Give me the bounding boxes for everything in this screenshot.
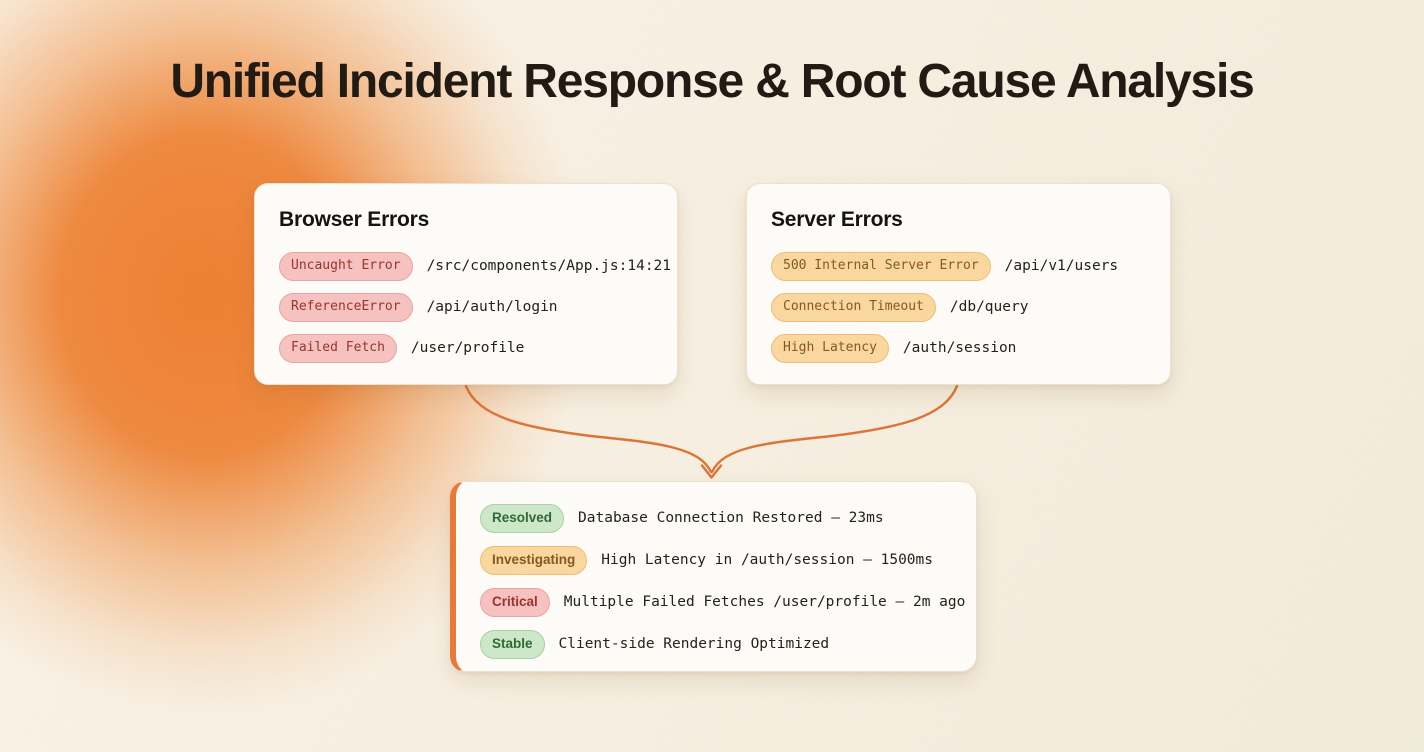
server-error-row: High Latency /auth/session <box>771 333 1146 363</box>
incident-row: Resolved Database Connection Restored – … <box>480 504 952 533</box>
status-badge: Stable <box>480 629 545 659</box>
error-type-badge: Connection Timeout <box>771 292 936 322</box>
incident-text: Multiple Failed Fetches /user/profile – … <box>563 594 966 611</box>
browser-error-row: Uncaught Error /src/components/App.js:14… <box>279 252 671 281</box>
arrow-curve-right <box>710 384 959 474</box>
error-path: /api/auth/login <box>426 299 558 316</box>
status-badge: Critical <box>480 587 550 617</box>
error-path: /db/query <box>949 299 1029 316</box>
browser-errors-card: Browser Errors Uncaught Error /src/compo… <box>254 183 678 385</box>
browser-error-row: ReferenceError /api/auth/login <box>279 292 653 322</box>
status-badge: Resolved <box>480 504 565 533</box>
incident-text: Database Connection Restored – 23ms <box>578 510 884 527</box>
server-errors-title: Server Errors <box>771 208 903 231</box>
page-title: Unified Incident Response & Root Cause A… <box>170 55 1255 108</box>
error-type-badge: 500 Internal Server Error <box>771 252 991 281</box>
error-path: /user/profile <box>410 340 525 357</box>
error-type-badge: Failed Fetch <box>279 333 397 363</box>
error-path: /auth/session <box>902 340 1017 357</box>
server-error-row: Connection Timeout /db/query <box>771 292 1146 322</box>
error-path: /src/components/App.js:14:21 <box>426 258 672 275</box>
arrowhead-icon <box>700 464 723 479</box>
error-type-badge: High Latency <box>771 333 889 363</box>
error-type-badge: Uncaught Error <box>279 252 413 281</box>
status-badge: Investigating <box>480 545 588 575</box>
incident-summary-card: Resolved Database Connection Restored – … <box>450 481 977 672</box>
incident-text: Client-side Rendering Optimized <box>558 636 830 653</box>
server-error-row: 500 Internal Server Error /api/v1/users <box>771 252 1146 281</box>
server-errors-card: Server Errors 500 Internal Server Error … <box>746 183 1171 385</box>
incident-text: High Latency in /auth/session – 1500ms <box>601 552 933 569</box>
incident-row: Critical Multiple Failed Fetches /user/p… <box>480 587 965 617</box>
incident-row: Investigating High Latency in /auth/sess… <box>480 545 952 575</box>
error-type-badge: ReferenceError <box>279 292 413 322</box>
incident-row: Stable Client-side Rendering Optimized <box>480 629 952 659</box>
browser-errors-title: Browser Errors <box>279 208 430 231</box>
browser-error-row: Failed Fetch /user/profile <box>279 333 653 363</box>
arrow-curve-left <box>464 384 713 474</box>
error-path: /api/v1/users <box>1004 258 1119 275</box>
